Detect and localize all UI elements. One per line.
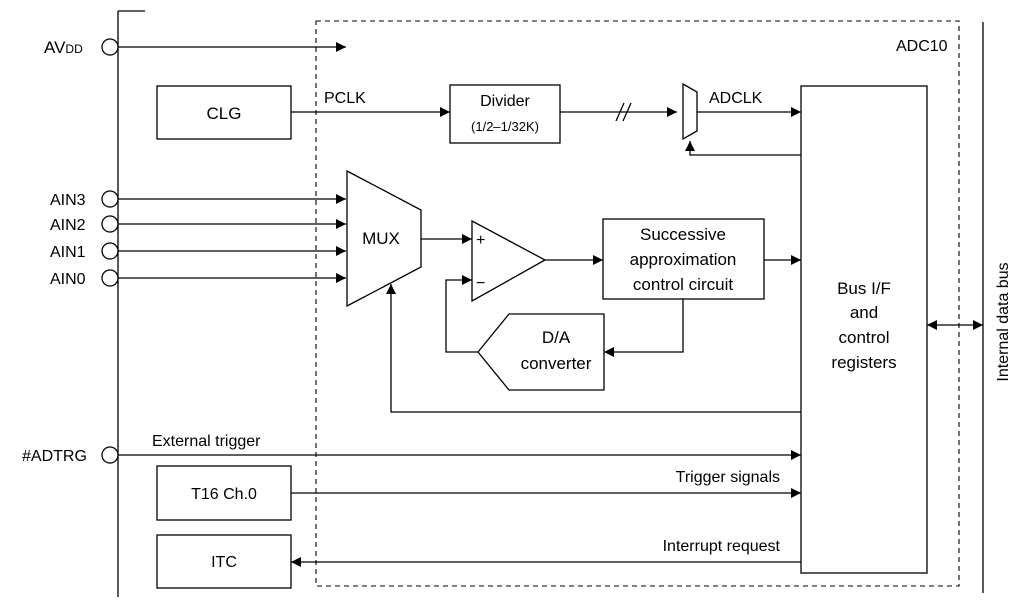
divider-title: Divider xyxy=(480,93,530,110)
sac-line3: control circuit xyxy=(633,275,733,294)
sac-line1: Successive xyxy=(640,225,726,244)
pin-adtrg xyxy=(101,446,119,464)
bus-if-line3: control xyxy=(838,328,889,347)
internal-data-bus-label: Internal data bus xyxy=(995,262,1012,381)
pin-ain3 xyxy=(101,190,119,208)
t16-block xyxy=(156,465,292,521)
t16-label: T16 Ch.0 xyxy=(191,486,257,503)
clg-block xyxy=(156,85,292,140)
comparator-plus: + xyxy=(476,232,485,249)
module-label: ADC10 xyxy=(896,38,948,55)
clg-label: CLG xyxy=(207,104,242,123)
bus-if-line2: and xyxy=(850,303,878,322)
mux-label: MUX xyxy=(362,229,400,248)
pin-ain3-label: AIN3 xyxy=(50,192,86,209)
comparator-minus: − xyxy=(476,275,485,292)
divider-range: (1/2–1/32K) xyxy=(471,119,539,134)
sac-to-dac-wire xyxy=(604,299,684,357)
trigger-signals-label: Trigger signals xyxy=(676,469,780,486)
adclk-label: ADCLK xyxy=(709,90,763,107)
pin-ain1-label: AIN1 xyxy=(50,244,86,261)
itc-block xyxy=(156,534,292,589)
adc10-module-boundary xyxy=(315,20,960,587)
external-trigger-label: External trigger xyxy=(152,433,261,450)
bus-if-block xyxy=(800,85,928,574)
pin-ain0 xyxy=(101,269,119,287)
clock-select-wire xyxy=(685,141,801,156)
mux-select-wire xyxy=(386,284,801,413)
pin-adtrg-label: #ADTRG xyxy=(22,448,87,465)
interrupt-request-label: Interrupt request xyxy=(663,538,781,555)
dac-line1: D/A xyxy=(542,328,571,347)
itc-label: ITC xyxy=(211,554,237,571)
comparator xyxy=(471,219,547,303)
pin-avdd-label: AVDD xyxy=(44,38,83,57)
dac-block xyxy=(477,313,605,391)
pin-ain1 xyxy=(101,242,119,260)
bus-if-line4: registers xyxy=(831,353,896,372)
pin-ain2-label: AIN2 xyxy=(50,217,86,234)
sac-block xyxy=(602,218,765,300)
dac-feedback-wire xyxy=(445,275,478,353)
clock-mux xyxy=(682,82,698,141)
pin-avdd xyxy=(101,38,119,56)
dac-line2: converter xyxy=(521,354,592,373)
bus-slash xyxy=(615,102,625,122)
bus-slash-2 xyxy=(622,102,632,122)
bus-if-line1: Bus I/F xyxy=(837,279,891,298)
pclk-label: PCLK xyxy=(324,90,366,107)
pin-ain0-label: AIN0 xyxy=(50,271,86,288)
divider-block xyxy=(449,84,561,144)
pin-ain2 xyxy=(101,215,119,233)
mux-block xyxy=(346,169,422,308)
sac-line2: approximation xyxy=(630,250,737,269)
left-bus-line xyxy=(117,10,145,597)
